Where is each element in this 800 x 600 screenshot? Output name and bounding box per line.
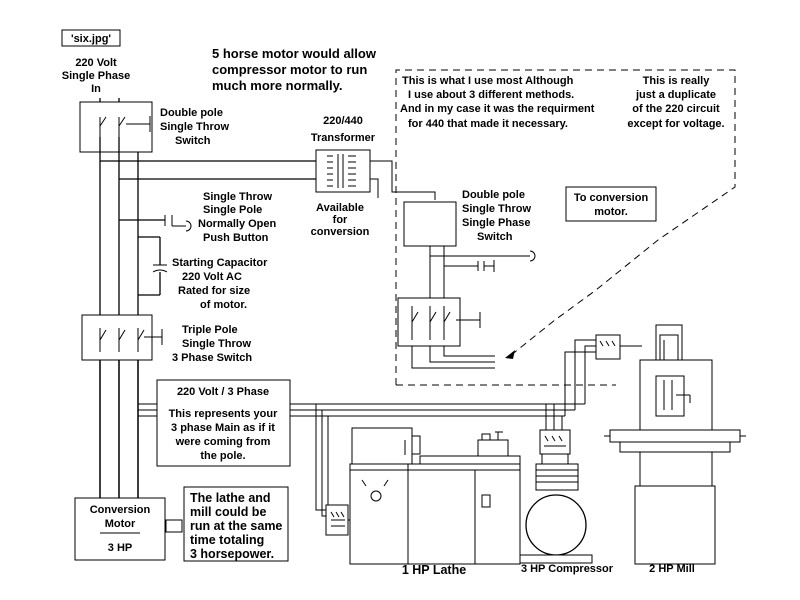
transformer-label-2: Transformer [311, 132, 376, 144]
arrow-icon [505, 350, 515, 359]
top-note-1: 5 horse motor would allow [212, 46, 377, 61]
inset-note-left-4: for 440 that made it necessary. [408, 118, 568, 130]
inset-switch-label-3: Single Phase [462, 217, 530, 229]
mill [595, 324, 746, 565]
to-conversion-label-1: To conversion [574, 192, 649, 204]
lathe [325, 427, 521, 565]
push-button-label-3: Normally Open [198, 218, 277, 230]
filename-tag: 'six.jpg' [71, 33, 111, 45]
tp-switch-label-2: Single Throw [182, 338, 252, 350]
inset-switch-label-2: Single Throw [462, 203, 532, 215]
double-pole-switch [79, 101, 153, 153]
lathe-mill-note-4: time totaling [190, 533, 264, 547]
inset-note-right-4: except for voltage. [627, 118, 724, 130]
inset-switch-label-4: Switch [477, 231, 513, 243]
inset-note-right-3: of the 220 circuit [632, 103, 720, 115]
push-button-label-4: Push Button [203, 232, 269, 244]
lathe-mill-note-1: The lathe and [190, 491, 271, 505]
available-label-1: Available [316, 202, 364, 214]
inset-440-circuit [395, 69, 736, 386]
inset-note-left-1: This is what I use most Although [402, 75, 574, 87]
lathe-mill-note-5: 3 horsepower. [190, 547, 274, 561]
conversion-motor-label-1: Conversion [90, 504, 151, 516]
capacitor-label-4: of motor. [200, 299, 247, 311]
main-box-title: 220 Volt / 3 Phase [177, 386, 269, 398]
triple-pole-switch [81, 314, 163, 361]
dp-switch-label-2: Single Throw [160, 121, 230, 133]
available-label-2: for [333, 214, 348, 226]
lathe-label: 1 HP Lathe [402, 563, 466, 577]
inset-switch-label-1: Double pole [462, 189, 525, 201]
power-in-label-3: In [91, 83, 101, 95]
main-box-line-2: 3 phase Main as if it [171, 422, 275, 434]
lathe-mill-note-2: mill could be [190, 505, 266, 519]
tp-switch-label-3: 3 Phase Switch [172, 352, 252, 364]
push-button-label-2: Single Pole [203, 204, 262, 216]
power-in-label-1: 220 Volt [75, 57, 117, 69]
transformer [315, 149, 371, 193]
top-note-2: compressor motor to run [212, 62, 367, 77]
main-box-line-1: This represents your [169, 408, 279, 420]
dp-switch-label-3: Switch [175, 135, 211, 147]
main-box-line-4: the pole. [200, 450, 245, 462]
lathe-mill-note-box [183, 486, 289, 562]
main-box-line-3: were coming from [175, 436, 271, 448]
inset-note-right-1: This is really [643, 75, 711, 87]
mill-label: 2 HP Mill [649, 563, 695, 575]
capacitor-label-1: Starting Capacitor [172, 257, 268, 269]
compressor-label: 3 HP Compressor [521, 563, 614, 575]
dp-switch-label-1: Double pole [160, 107, 223, 119]
conversion-motor-label-3: 3 HP [108, 542, 132, 554]
inset-note-left-3: And in my case it was the requirment [400, 103, 595, 115]
labels: 'six.jpg' 220 Volt Single Phase In 5 hor… [61, 29, 725, 577]
inset-note-right-2: just a duplicate [635, 89, 716, 101]
capacitor-label-2: 220 Volt AC [182, 271, 242, 283]
conversion-motor [74, 497, 183, 561]
tp-switch-label-1: Triple Pole [182, 324, 238, 336]
three-phase-main-box [156, 379, 291, 467]
available-label-3: conversion [311, 226, 370, 238]
lathe-mill-note-3: run at the same [190, 519, 282, 533]
push-button-label-1: Single Throw [203, 191, 273, 203]
transformer-label-1: 220/440 [323, 115, 363, 127]
compressor [519, 429, 593, 564]
to-conversion-label-2: motor. [594, 206, 628, 218]
conversion-motor-label-2: Motor [105, 518, 136, 530]
capacitor-label-3: Rated for size [178, 285, 250, 297]
inset-note-left-2: I use about 3 different methods. [408, 89, 574, 101]
top-note-3: much more normally. [212, 78, 343, 93]
power-in-label-2: Single Phase [62, 70, 130, 82]
